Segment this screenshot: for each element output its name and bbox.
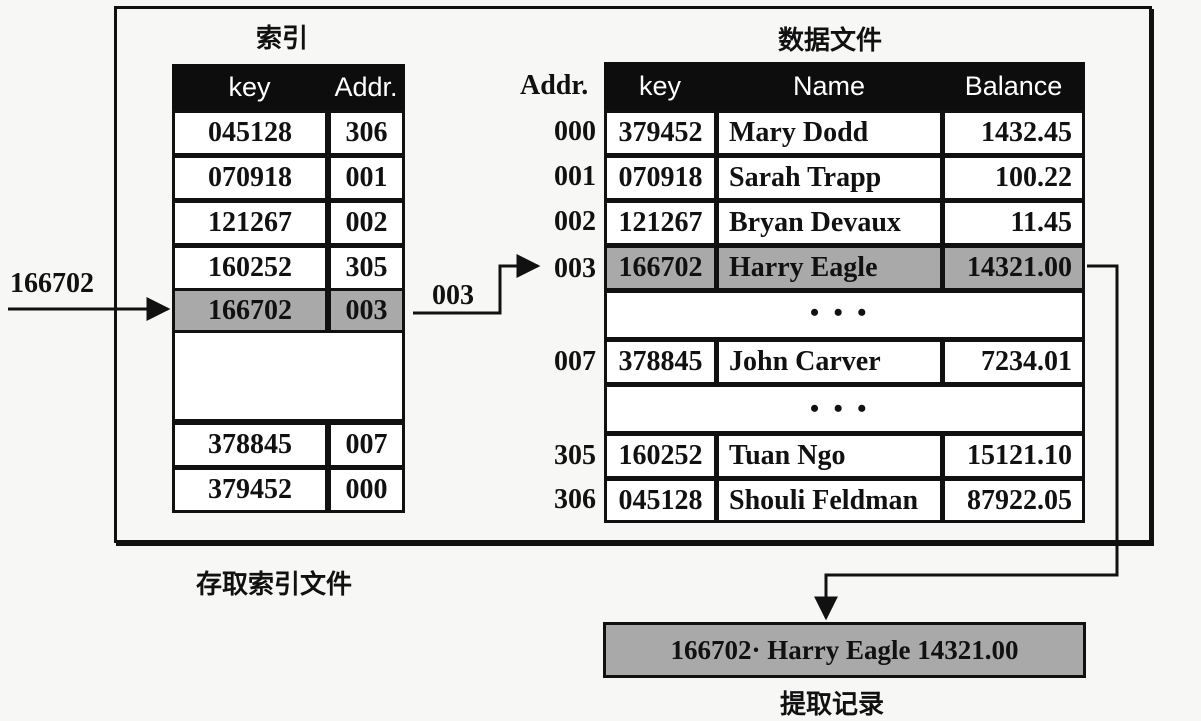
data-ellipsis-row — [604, 384, 1085, 434]
index-key-cell: 160252 — [172, 245, 328, 291]
search-key-label: 166702 — [10, 268, 94, 299]
data-row-addr: 306 — [554, 484, 596, 515]
ellipsis-dots: • • • — [810, 394, 871, 423]
frame-caption: 存取索引文件 — [196, 570, 353, 600]
index-addr-cell: 306 — [328, 110, 405, 156]
index-header-addr: Addr. — [327, 64, 405, 110]
data-name-cell-highlighted: Harry Eagle — [716, 245, 943, 291]
index-key-cell: 070918 — [172, 155, 328, 201]
data-name-cell: Mary Dodd — [716, 110, 943, 156]
indexed-file-frame — [114, 6, 1152, 543]
index-addr-cell: 001 — [328, 155, 405, 201]
index-addr-cell: 000 — [328, 467, 405, 513]
data-key-cell-highlighted: 166702 — [604, 245, 717, 291]
data-name-cell: John Carver — [716, 339, 943, 385]
data-balance-cell: 1432.45 — [942, 110, 1085, 156]
data-row-addr-target: 003 — [554, 253, 596, 284]
index-header-key: key — [172, 64, 327, 110]
data-addr-header: Addr. — [520, 70, 589, 101]
data-balance-cell: 15121.10 — [942, 433, 1085, 479]
data-row-addr: 305 — [554, 440, 596, 471]
data-balance-cell: 87922.05 — [942, 478, 1085, 523]
data-row-addr: 000 — [554, 116, 596, 147]
extracted-record-box: 166702· Harry Eagle 14321.00 — [603, 622, 1086, 678]
index-addr-cell-highlighted: 003 — [328, 288, 405, 333]
data-key-cell: 045128 — [604, 478, 717, 523]
data-balance-cell: 100.22 — [942, 155, 1085, 201]
data-row-addr: 007 — [554, 346, 596, 377]
data-balance-cell: 11.45 — [942, 200, 1085, 246]
data-header-balance: Balance — [942, 62, 1085, 110]
index-key-cell: 121267 — [172, 200, 328, 246]
index-key-cell: 045128 — [172, 110, 328, 156]
data-name-cell: Sarah Trapp — [716, 155, 943, 201]
index-addr-cell: 007 — [328, 422, 405, 468]
data-key-cell: 379452 — [604, 110, 717, 156]
ellipsis-dots: • • • — [810, 298, 871, 327]
index-addr-cell: 002 — [328, 200, 405, 246]
data-key-cell: 070918 — [604, 155, 717, 201]
data-name-cell: Tuan Ngo — [716, 433, 943, 479]
data-file-title: 数据文件 — [778, 26, 883, 56]
data-name-cell: Shouli Feldman — [716, 478, 943, 523]
index-to-data-arrow — [413, 254, 541, 315]
fetch-record-arrow — [814, 264, 1119, 621]
index-key-cell: 379452 — [172, 467, 328, 513]
data-row-addr: 002 — [554, 206, 596, 237]
data-key-cell: 378845 — [604, 339, 717, 385]
data-key-cell: 160252 — [604, 433, 717, 479]
data-header-name: Name — [716, 62, 942, 110]
data-name-cell: Bryan Devaux — [716, 200, 943, 246]
data-header-key: key — [604, 62, 716, 110]
data-row-addr: 001 — [554, 161, 596, 192]
data-ellipsis-row — [604, 290, 1085, 340]
result-caption: 提取记录 — [780, 690, 885, 720]
index-title: 索引 — [256, 24, 309, 54]
data-key-cell: 121267 — [604, 200, 717, 246]
data-balance-cell-highlighted: 14321.00 — [942, 245, 1085, 291]
index-key-cell: 378845 — [172, 422, 328, 468]
index-empty-block — [172, 330, 405, 422]
data-balance-cell: 7234.01 — [942, 339, 1085, 385]
pointer-addr-label: 003 — [432, 280, 474, 311]
